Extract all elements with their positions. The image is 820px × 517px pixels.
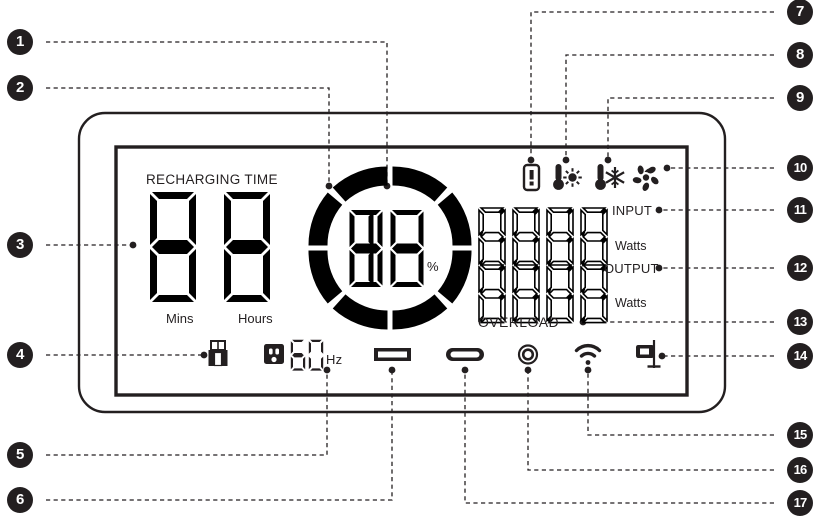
fan-icon [632, 165, 659, 191]
callout-leader-lines [46, 11, 774, 504]
snowflake-glyph [605, 167, 625, 188]
wifi-icon [574, 343, 602, 365]
callout-7[interactable]: 7 [787, 0, 813, 25]
overload-label: OVERLOAD [478, 314, 559, 330]
low-temperature-icon [595, 164, 625, 190]
callout-15[interactable]: 15 [787, 422, 813, 448]
usb-a-port-icon [374, 348, 411, 361]
usb-storage-icon [208, 340, 228, 367]
usb-c-port-icon [446, 348, 484, 361]
callout-14[interactable]: 14 [787, 343, 813, 369]
input-label: INPUT [612, 203, 652, 218]
callout-1[interactable]: 1 [7, 29, 33, 55]
high-temperature-icon [553, 164, 582, 190]
callout-9[interactable]: 9 [787, 85, 813, 111]
frequency-unit-label: Hz [326, 352, 343, 367]
mins-label: Mins [166, 311, 194, 326]
dc-port-icon [517, 344, 539, 365]
callout-5[interactable]: 5 [7, 442, 33, 468]
callout-2[interactable]: 2 [7, 75, 33, 101]
input-watts-unit: Watts [615, 239, 647, 253]
callout-8[interactable]: 8 [787, 42, 813, 68]
callout-16[interactable]: 16 [787, 457, 813, 483]
callout-13[interactable]: 13 [787, 309, 813, 335]
callout-10[interactable]: 10 [787, 155, 813, 181]
light-icon [636, 340, 661, 368]
callout-3[interactable]: 3 [7, 232, 33, 258]
callout-11[interactable]: 11 [787, 197, 813, 223]
ac-outlet-icon [264, 344, 284, 364]
recharging-time-heading: RECHARGING TIME [146, 172, 278, 187]
hours-label: Hours [238, 311, 273, 326]
percent-symbol: % [427, 259, 439, 274]
output-watts-unit: Watts [615, 296, 647, 310]
battery-ring-gauge [308, 166, 472, 330]
output-label: OUTPUT [604, 261, 659, 276]
callout-12[interactable]: 12 [787, 255, 813, 281]
callout-4[interactable]: 4 [7, 342, 33, 368]
warning-icon [522, 163, 541, 192]
callout-17[interactable]: 17 [787, 490, 813, 516]
callout-6[interactable]: 6 [7, 487, 33, 513]
